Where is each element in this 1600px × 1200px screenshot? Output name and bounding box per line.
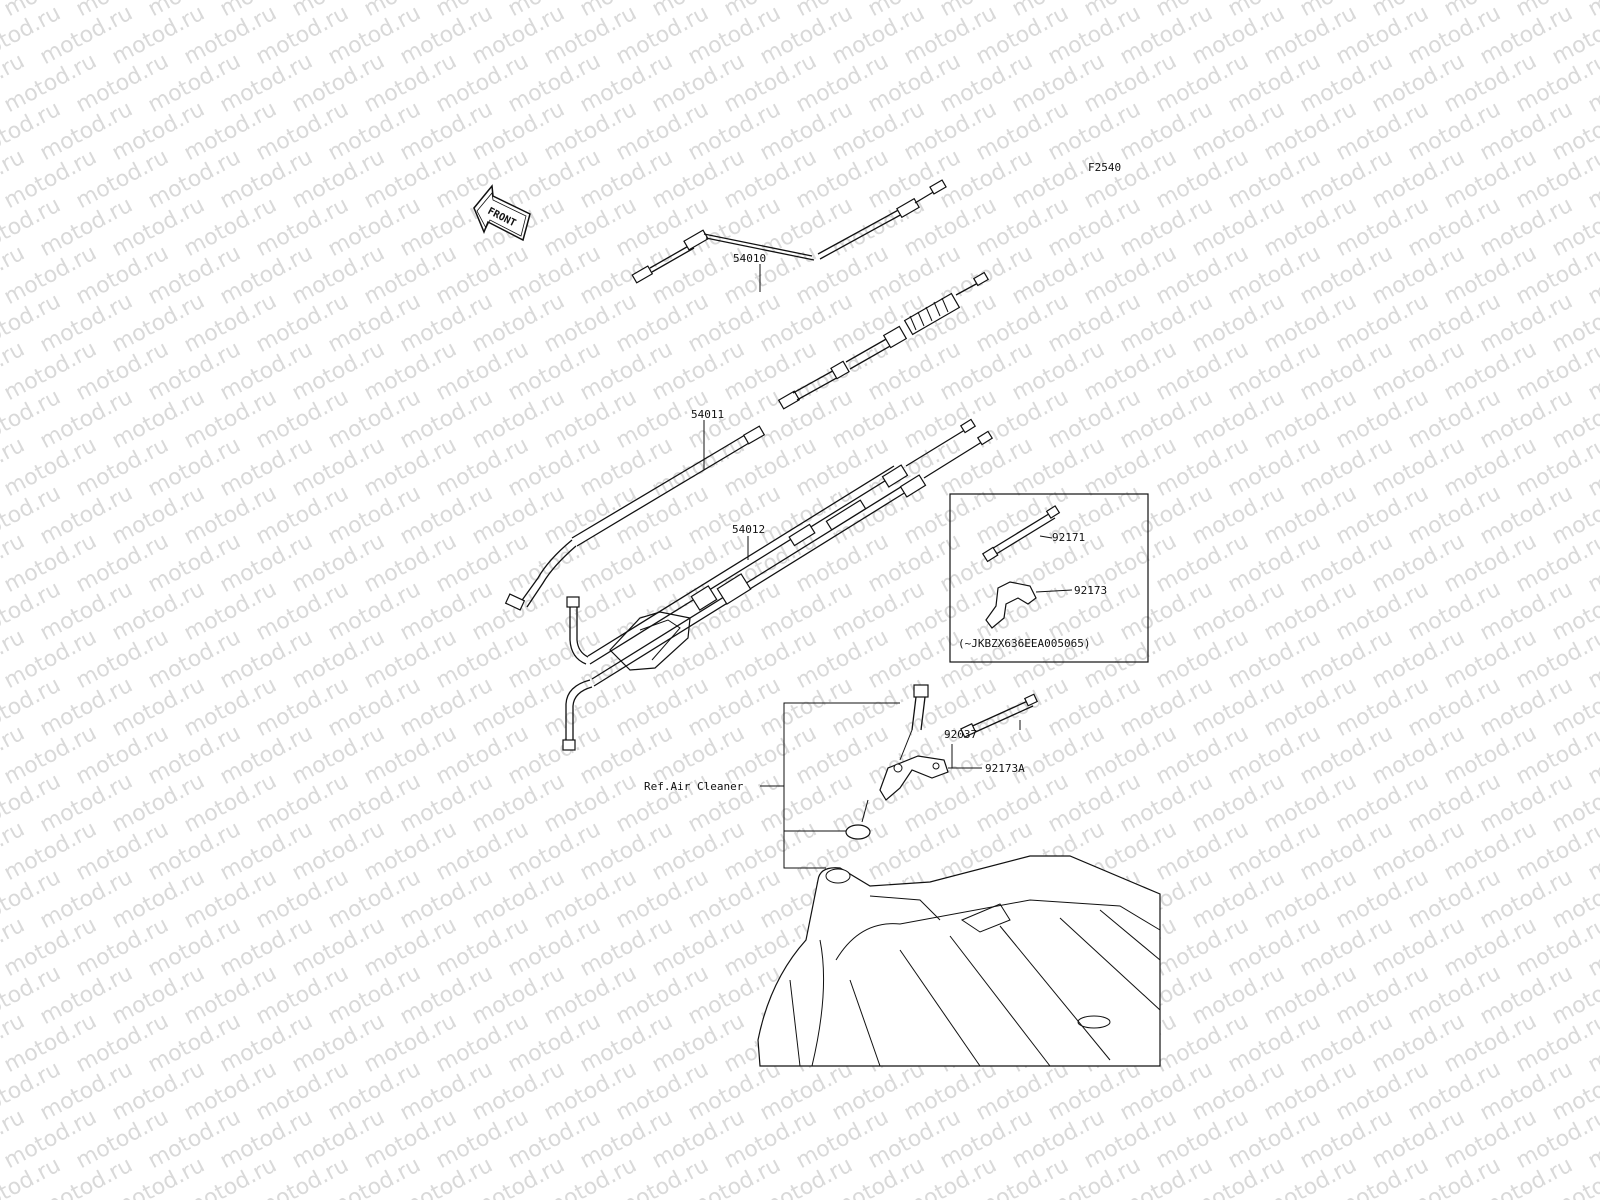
label-54011: 54011	[691, 408, 724, 421]
cable-54011	[504, 271, 990, 611]
mounting-assembly	[757, 684, 1161, 1067]
label-92037: 92037	[944, 728, 977, 741]
label-92171: 92171	[1052, 531, 1085, 544]
inset-note: (~JKBZX636EEA005065)	[958, 637, 1090, 650]
cable-54012	[562, 418, 994, 751]
front-arrow-icon: FRONT	[473, 184, 531, 242]
label-54012: 54012	[732, 523, 765, 536]
cable-54010	[631, 179, 947, 292]
label-ref-air-cleaner: Ref.Air Cleaner	[644, 780, 744, 793]
label-92173: 92173	[1074, 584, 1107, 597]
label-54010: 54010	[733, 252, 766, 265]
inset-box	[949, 493, 1149, 663]
figure-code: F2540	[1088, 161, 1121, 174]
label-92173A: 92173A	[985, 762, 1025, 775]
